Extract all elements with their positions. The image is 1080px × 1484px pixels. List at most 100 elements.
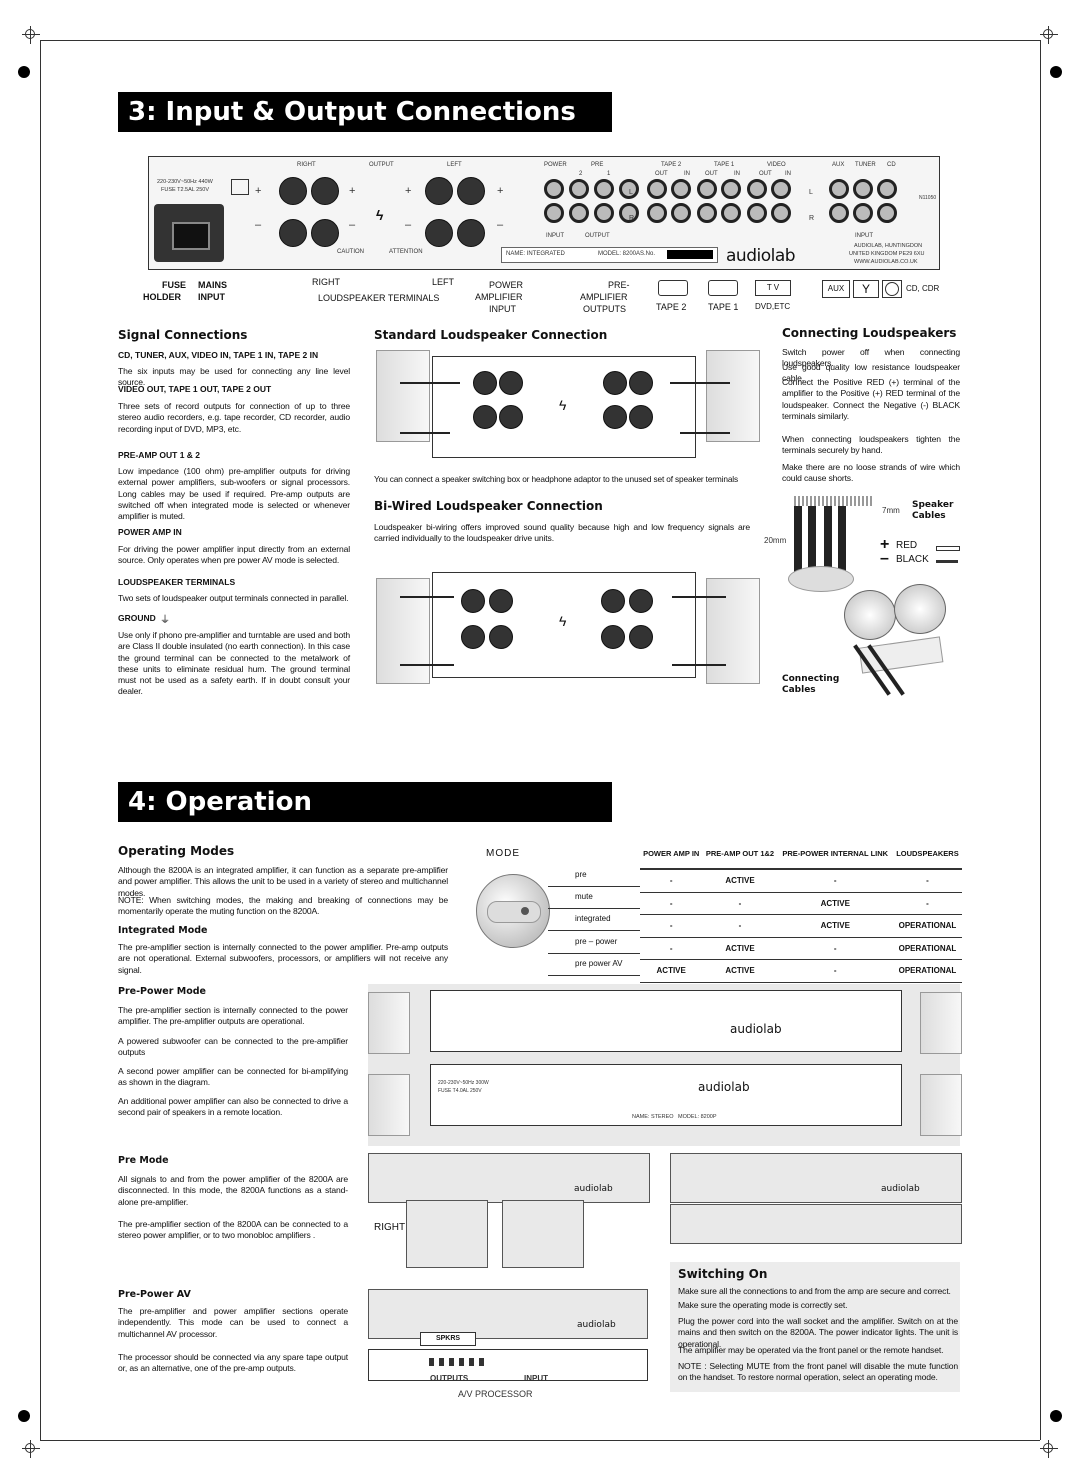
speaker-wire	[400, 596, 454, 598]
rca-jack	[569, 179, 589, 199]
label-right: RIGHT	[297, 162, 316, 168]
section-title: 3: Input & Output Connections	[118, 92, 612, 132]
speaker-wire	[672, 596, 726, 598]
legend-mains: MAINS	[198, 280, 227, 290]
rca-jack	[647, 203, 667, 223]
l-label: L	[809, 189, 813, 196]
plus-sign: +	[349, 185, 356, 197]
label-video: VIDEO	[767, 162, 786, 168]
rca-jack	[619, 179, 639, 199]
speaker-terminal	[311, 177, 339, 205]
legend-holder: HOLDER	[143, 292, 181, 302]
ground-icon: ⏚	[160, 615, 170, 626]
loudspeaker	[706, 578, 760, 684]
mode-position-label: pre power AV	[575, 959, 623, 968]
website: WWW.AUDIOLAB.CO.UK	[854, 259, 918, 265]
standard-note: You can connect a speaker switching box …	[374, 474, 738, 484]
mode-table-cell: OPERATIONAL	[892, 959, 962, 983]
input-label: INPUT	[855, 233, 873, 239]
legend-outputs: OUTPUTS	[583, 304, 627, 314]
speaker-wire	[400, 664, 454, 666]
rca-jack	[721, 179, 741, 199]
signal-sub-preamp-out: PRE-AMP OUT 1 & 2	[118, 450, 201, 460]
legend-tape1: TAPE 1	[708, 302, 739, 312]
binding-post-illustration	[800, 580, 960, 700]
legend-tape2: TAPE 2	[656, 302, 687, 312]
mode-position-label: pre – power	[575, 937, 618, 946]
switching-text: Plug the power cord into the wall socket…	[678, 1316, 958, 1349]
mode-table-cell: ACTIVE	[777, 892, 893, 915]
mode-row-line	[548, 975, 640, 976]
registration-mark-bottom-left	[22, 1440, 40, 1458]
mode-row-line	[548, 953, 640, 954]
connecting-cables-label: Cables	[782, 685, 816, 695]
plus-sign: +	[255, 185, 262, 197]
label-out: OUT	[759, 171, 772, 177]
trim-line	[40, 40, 41, 1440]
standard-connection-heading: Standard Loudspeaker Connection	[374, 328, 608, 342]
speaker-wire	[400, 432, 450, 434]
mode-table-cell: OPERATIONAL	[892, 937, 962, 960]
rca-jack	[697, 203, 717, 223]
mode-table-header: LOUDSPEAKERS	[892, 838, 962, 870]
speaker-terminal	[457, 177, 485, 205]
fuse-rating: FUSE T4.0AL 250V	[438, 1088, 482, 1094]
connecting-heading: Connecting Loudspeakers	[782, 326, 957, 340]
mode-table-cell: ACTIVE	[702, 937, 778, 960]
rca-jack	[544, 179, 564, 199]
mains-socket	[154, 204, 224, 262]
prepower-text: A second power amplifier can be connecte…	[118, 1066, 348, 1088]
rca-jack	[771, 179, 791, 199]
minus-sign: –	[349, 219, 356, 231]
switching-text: Make sure the operating mode is correctl…	[678, 1300, 848, 1310]
cassette-icon	[658, 280, 688, 296]
pre-power-av-diagram: audiolab	[368, 1289, 648, 1339]
class-ii-icon	[231, 179, 249, 195]
speaker-cables-label: Cables	[912, 511, 946, 521]
mode-table-cell: -	[777, 959, 893, 983]
legend-mains-input: INPUT	[198, 292, 225, 302]
rca-jack	[829, 179, 849, 199]
connecting-text: Use good quality low resistance loudspea…	[782, 362, 960, 384]
compliance-mark: N11050	[919, 195, 937, 201]
premode-text: The pre-amplifier section of the 8200A c…	[118, 1219, 348, 1241]
mode-table-cell: ACTIVE	[702, 959, 778, 983]
audiolab-logo: audiolab	[881, 1184, 920, 1194]
prepower-text: An additional power amplifier can also b…	[118, 1096, 348, 1118]
switching-text: The amplifier may be operated via the fr…	[678, 1345, 944, 1355]
trim-line	[40, 1440, 1040, 1441]
mode-table-cell: ACTIVE	[777, 914, 893, 938]
mode-selector-knob[interactable]	[476, 874, 550, 948]
biwired-text: Loudspeaker bi-wiring offers improved so…	[374, 522, 750, 544]
l-label: L	[629, 189, 633, 196]
rca-jack	[569, 203, 589, 223]
right-label: RIGHT	[374, 1222, 406, 1233]
legend-power: POWER	[489, 280, 524, 290]
signal-text: Low impedance (100 ohm) pre-amplifier ou…	[118, 466, 350, 522]
mode-table-cell: -	[702, 914, 778, 938]
mode-table-cell: ACTIVE	[702, 869, 778, 893]
mode-table-header: POWER AMP IN	[640, 838, 703, 870]
operating-modes-heading: Operating Modes	[118, 844, 235, 858]
cable-illustration	[788, 496, 878, 596]
speaker-wire	[672, 664, 726, 666]
name-plate-name: NAME: INTEGRATED	[506, 251, 565, 257]
mode-table-row: -ACTIVE-OPERATIONAL	[640, 937, 962, 960]
rca-jack	[671, 179, 691, 199]
mode-row-line	[548, 930, 640, 931]
name-plate: NAME: INTEGRATED MODEL: 8200A S.No.	[501, 247, 718, 263]
label-tape2: TAPE 2	[661, 162, 682, 168]
cassette-icon	[708, 280, 738, 296]
registration-dot	[18, 66, 30, 78]
trim-line	[40, 40, 1040, 41]
prepowerav-text: The pre-amplifier and power amplifier se…	[118, 1306, 348, 1339]
address-line: AUDIOLAB, HUNTINGDON	[854, 243, 923, 249]
connecting-cables-label: Connecting	[782, 674, 840, 684]
speaker-wire	[400, 382, 460, 384]
r-label: R	[629, 215, 635, 222]
input-label: INPUT	[546, 233, 564, 239]
mode-table-cell: -	[777, 869, 893, 893]
rca-jack	[877, 179, 897, 199]
legend-aux: AUX	[822, 280, 850, 298]
label-pre-1: 1	[607, 171, 611, 177]
